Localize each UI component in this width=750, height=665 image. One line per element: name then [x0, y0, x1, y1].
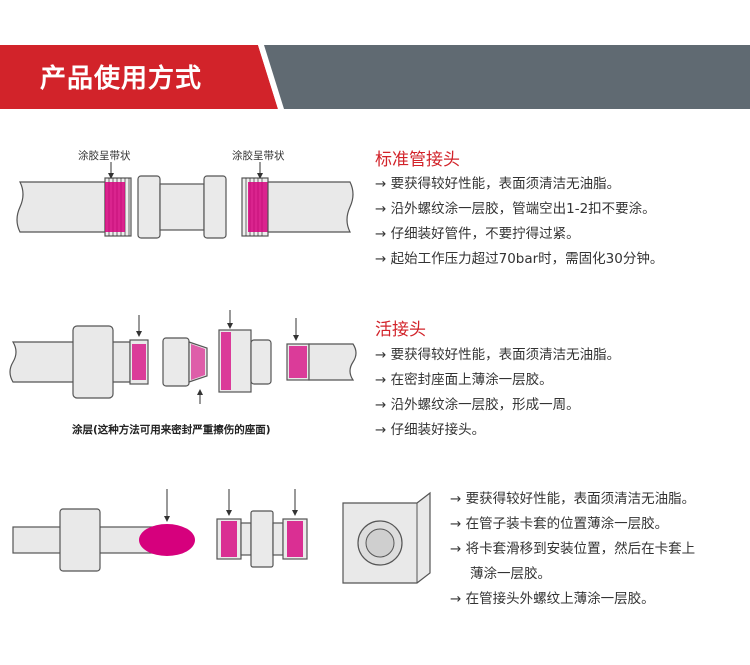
banner-shape: [0, 45, 750, 109]
step-text: → 沿外螺纹涂一层胶，管端空出1-2扣不要涂。: [375, 201, 656, 217]
step-text: → 将卡套滑移到安装位置，然后在卡套上: [450, 541, 696, 557]
step-text: → 起始工作压力超过70bar时，需固化30分钟。: [375, 251, 664, 267]
standard-fitting-diagram: [16, 162, 354, 239]
step-text: → 沿外螺纹涂一层胶，形成一周。: [375, 397, 580, 413]
step-text: → 在管子装卡套的位置薄涂一层胶。: [450, 516, 669, 532]
step-text: → 要获得较好性能，表面须清洁无油脂。: [375, 176, 621, 192]
caption-glue-band-left: 涂胶呈带状: [78, 150, 131, 162]
step-text: → 要获得较好性能，表面须清洁无油脂。: [375, 347, 621, 363]
section-title-standard-fitting: 标准管接头: [375, 150, 460, 170]
header-banner: 产品使用方式: [0, 45, 750, 109]
step-text: → 在管接头外螺纹上薄涂一层胶。: [450, 591, 655, 607]
glue-band-left: [105, 182, 125, 232]
step-text: → 在密封座面上薄涂一层胶。: [375, 372, 553, 388]
step-text: → 仔细装好接头。: [375, 422, 486, 438]
step-text: → 要获得较好性能，表面须清洁无油脂。: [450, 491, 696, 507]
steps-union: → 要获得较好性能，表面须清洁无油脂。 → 在密封座面上薄涂一层胶。 → 沿外螺…: [375, 343, 620, 443]
steps-compression: → 要获得较好性能，表面须清洁无油脂。 → 在管子装卡套的位置薄涂一层胶。 → …: [450, 487, 695, 612]
steps-standard-fitting: → 要获得较好性能，表面须清洁无油脂。 → 沿外螺纹涂一层胶，管端空出1-2扣不…: [375, 172, 663, 272]
union-fitting-diagram: [9, 310, 357, 404]
caption-glue-band-right: 涂胶呈带状: [232, 150, 285, 162]
caption-coating-note: 涂层(这种方法可用来密封严重擦伤的座面): [72, 424, 271, 436]
glue-ferrule: [139, 524, 195, 556]
section-title-union: 活接头: [375, 320, 426, 340]
compression-fitting-diagram: [12, 489, 431, 584]
page-title: 产品使用方式: [40, 64, 203, 94]
step-text: → 仔细装好管件，不要拧得过紧。: [375, 226, 580, 242]
glue-band-right: [248, 182, 268, 232]
step-text: 薄涂一层胶。: [470, 566, 551, 582]
